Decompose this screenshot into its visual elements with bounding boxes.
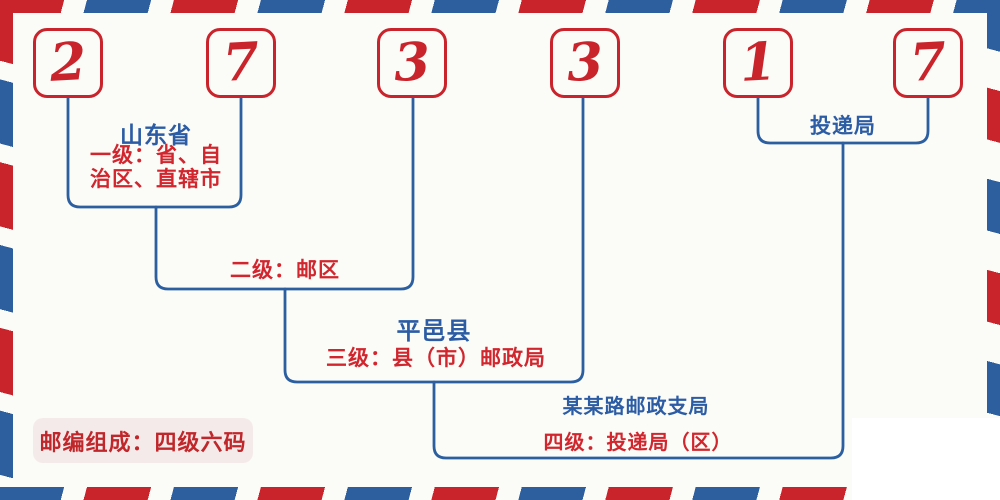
- digit-box-3: 3: [377, 28, 447, 98]
- digit-box-6: 7: [893, 28, 963, 98]
- level3-description: 三级：县（市）邮政局: [326, 347, 546, 370]
- digit-box-4: 3: [550, 28, 620, 98]
- composition-badge-text: 邮编组成：四级六码: [39, 429, 247, 456]
- airmail-border-bottom: [0, 487, 1000, 500]
- county-name-label: 平邑县: [396, 318, 472, 345]
- airmail-border-right: [987, 0, 1000, 500]
- level1-description: 一级：省、自 治区、直辖市: [36, 144, 276, 192]
- digit-box-2: 7: [206, 28, 276, 98]
- digit-2: 7: [221, 31, 261, 94]
- bracket-level1: [66, 96, 243, 209]
- branch-office-name-label: 某某路邮政支局: [562, 396, 710, 418]
- delivery-office-label: 投递局: [810, 115, 876, 138]
- digit-3: 3: [392, 31, 432, 94]
- digit-box-1: 2: [33, 28, 103, 98]
- airmail-border-left: [0, 0, 13, 500]
- airmail-border-top: [0, 0, 1000, 13]
- digit-1: 2: [48, 31, 88, 94]
- level1-description-line2: 治区、直辖市: [90, 168, 222, 191]
- bracket-delivery: [756, 96, 930, 145]
- level4-description: 四级：投递局（区）: [543, 432, 733, 454]
- level2-description: 二级：邮区: [230, 259, 340, 282]
- digit-6: 7: [908, 31, 948, 94]
- composition-badge: 邮编组成：四级六码: [33, 418, 253, 463]
- level1-description-line1: 一级：省、自: [90, 144, 222, 167]
- digit-4: 3: [565, 31, 605, 94]
- corner-patch: [852, 418, 1000, 500]
- digit-box-5: 1: [723, 28, 793, 98]
- digit-5: 1: [738, 31, 778, 94]
- province-name-label: 山东省: [120, 122, 192, 148]
- bracket-level4: [432, 141, 845, 460]
